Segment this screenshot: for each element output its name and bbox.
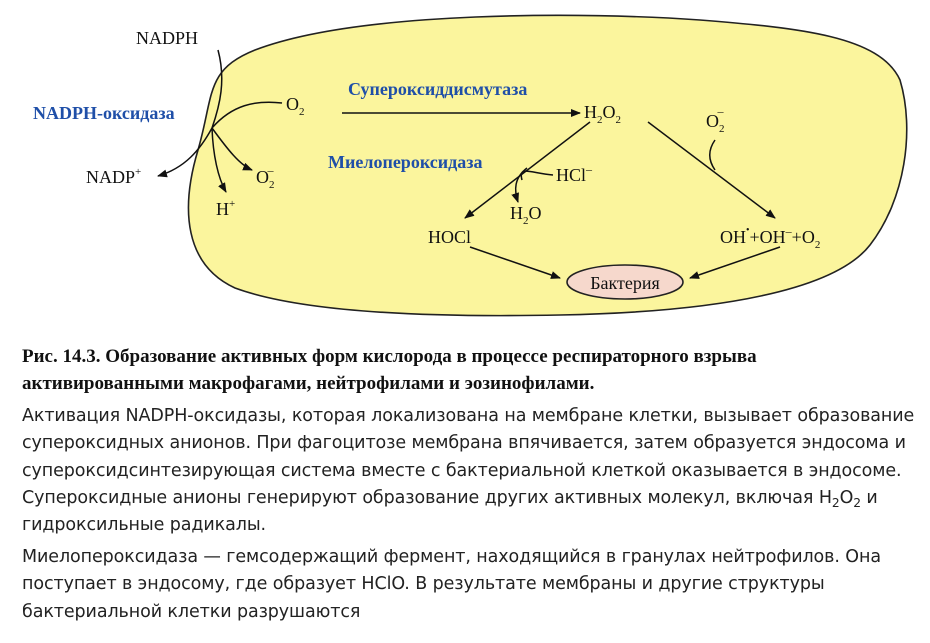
hocl-label: HOCl xyxy=(428,227,471,247)
bacteria-shape xyxy=(566,264,684,300)
sod-label: Супероксиддисмутаза xyxy=(348,79,527,99)
nadph-oxidase-label: NADPH-оксидаза xyxy=(33,103,175,123)
o2-input-arrow xyxy=(211,101,283,129)
mpo-label: Миелопероксидаза xyxy=(328,152,482,172)
o2minus-label: O2– xyxy=(706,104,725,135)
superoxide-label: O2– xyxy=(256,163,275,191)
h2o-output-arrow xyxy=(511,167,528,203)
o2-label: O2 xyxy=(286,94,305,118)
h-plus-label: H+ xyxy=(216,198,235,219)
nadp-label: NADP+ xyxy=(86,166,141,187)
paragraph-1: Активация NADPH-оксидазы, которая локали… xyxy=(22,406,915,536)
cell-membrane xyxy=(187,14,908,317)
nadp-arrow xyxy=(157,127,213,178)
h2o2-to-hocl-arrow xyxy=(464,121,591,219)
reaction-diagram: Бактерия NADPH NADPH-оксидаза NADP+ H+ O… xyxy=(33,14,908,317)
oh-to-bacteria-arrow xyxy=(689,246,781,279)
bacteria-label: Бактерия xyxy=(590,273,660,293)
h2o2-to-oh-arrow xyxy=(647,121,776,219)
hocl-to-bacteria-arrow xyxy=(469,246,561,279)
radical-products-label: OH•+OH–+O2 xyxy=(720,224,820,251)
hcl-input-arrow xyxy=(520,170,554,181)
superoxide-arrow xyxy=(211,127,253,171)
figure-caption: Рис. 14.3. Образование активных форм кис… xyxy=(22,346,757,394)
h2o-label: H2O xyxy=(510,203,542,227)
paragraph-2: Миелопероксидаза — гемсодержащий фермент… xyxy=(22,547,881,622)
o2minus-input-arrow xyxy=(709,139,716,171)
h-plus-arrow xyxy=(211,127,227,193)
h2o2-label: H2O2 xyxy=(584,102,621,126)
hcl-label: HCl– xyxy=(556,162,593,185)
nadph-label: NADPH xyxy=(136,28,198,48)
nadph-arrow xyxy=(211,49,223,129)
